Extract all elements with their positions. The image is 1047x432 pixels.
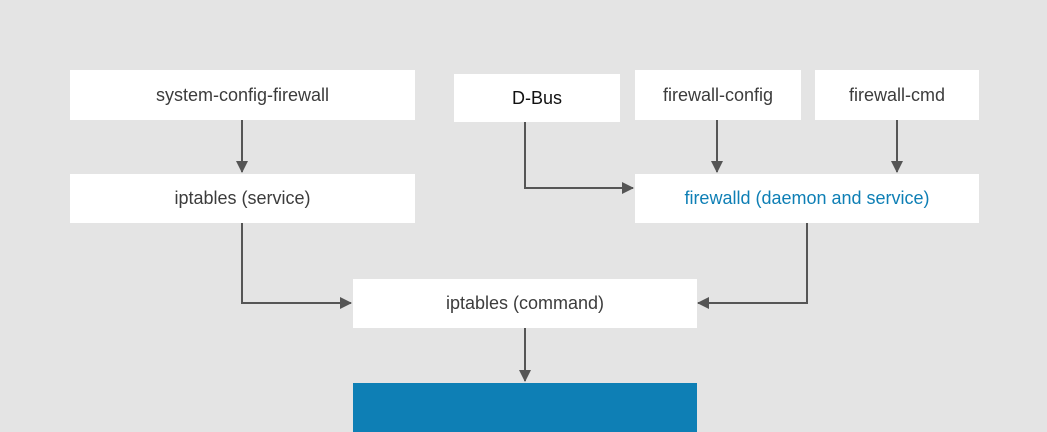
arrow-iptables-service-to-iptables-command bbox=[241, 223, 352, 309]
node-label: firewalld (daemon and service) bbox=[684, 188, 930, 208]
node-label: D-Bus bbox=[511, 87, 562, 108]
node-system-config-firewall: system-config-firewall bbox=[70, 70, 415, 120]
node-iptables-service: iptables (service) bbox=[70, 174, 415, 223]
node-firewall-config: firewall-config bbox=[635, 70, 801, 120]
node-label: firewall-config bbox=[662, 84, 774, 105]
connector-layer bbox=[236, 120, 903, 382]
node-label: iptables (service) bbox=[174, 188, 311, 208]
node-kernel-netfilter bbox=[353, 383, 697, 432]
node-firewall-cmd: firewall-cmd bbox=[815, 70, 979, 120]
arrow-dbus-to-firewalld bbox=[524, 122, 634, 194]
node-label: system-config-firewall bbox=[155, 84, 330, 105]
node-dbus: D-Bus bbox=[454, 74, 620, 122]
node-label: firewall-cmd bbox=[848, 84, 945, 105]
arrow-firewalld-to-iptables-command bbox=[697, 223, 808, 309]
firewall-architecture-diagram: system-config-firewall iptables (service… bbox=[70, 70, 979, 432]
node-iptables-command: iptables (command) bbox=[353, 279, 697, 328]
node-label: iptables (command) bbox=[445, 293, 605, 313]
node-firewalld: firewalld (daemon and service) bbox=[635, 174, 979, 223]
